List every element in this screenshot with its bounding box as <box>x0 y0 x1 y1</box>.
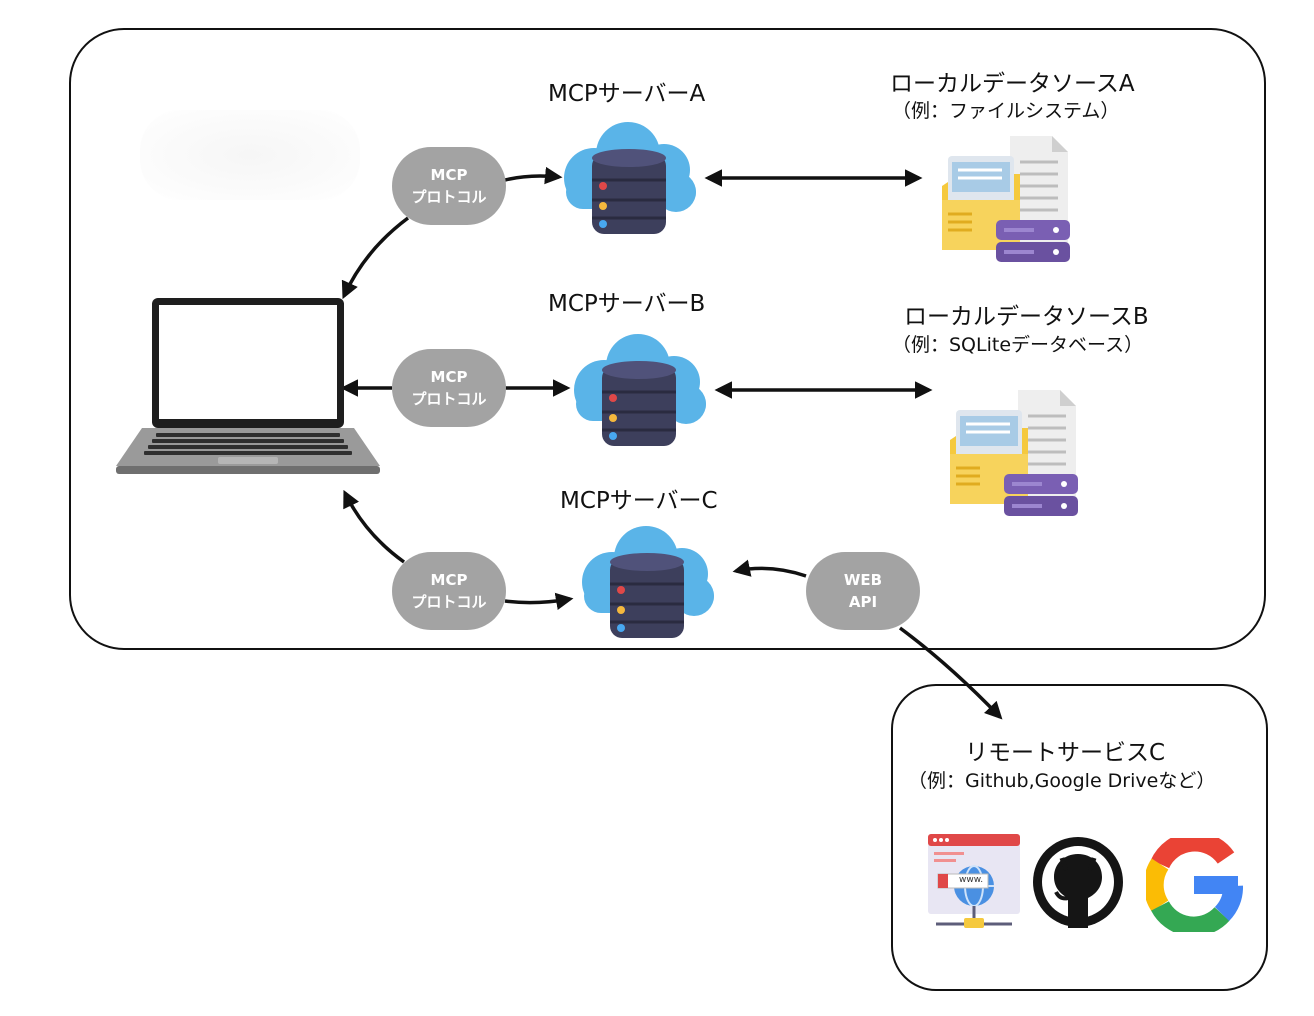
folder-database-b-icon <box>948 388 1080 518</box>
arrow-protocol-c-to-laptop <box>343 489 406 564</box>
cloud-server-a-icon <box>556 120 702 236</box>
mcp-protocol-pill-c: MCP プロトコル <box>392 552 506 630</box>
pill-line2: プロトコル <box>411 188 487 206</box>
web-api-pill: WEB API <box>806 552 920 630</box>
pill-line1: WEB <box>843 571 883 589</box>
laptop-icon <box>114 296 382 478</box>
arrow-protocol-c-to-server-c <box>504 592 574 610</box>
arrow-protocol-a-to-server-a <box>504 166 563 185</box>
github-icon <box>1032 836 1124 928</box>
arrow-web-api-to-server-c <box>732 559 807 578</box>
pill-line2: API <box>848 593 878 611</box>
pill-line1: MCP <box>430 166 468 184</box>
pill-line2: プロトコル <box>411 390 487 408</box>
web-globe-icon: www. <box>926 832 1022 932</box>
remote-example: （例：Github,Google Driveなど） <box>908 770 1216 792</box>
folder-database-a-icon <box>940 134 1072 264</box>
server-a-title: MCPサーバーA <box>548 81 706 107</box>
server-c-title: MCPサーバーC <box>560 488 718 514</box>
source-a-title: ローカルデータソースA <box>890 71 1135 97</box>
remote-title: リモートサービスC <box>965 740 1166 766</box>
pill-line1: MCP <box>430 571 468 589</box>
cloud-server-b-icon <box>566 332 712 448</box>
arrow-web-api-to-remote <box>898 626 1003 720</box>
google-icon <box>1146 838 1244 932</box>
mcp-protocol-pill-a: MCP プロトコル <box>392 147 506 225</box>
faded-logo <box>140 110 360 200</box>
arrow-protocol-a-to-laptop <box>341 216 410 300</box>
source-a-example: （例：ファイルシステム） <box>892 100 1120 122</box>
server-b-title: MCPサーバーB <box>548 291 706 317</box>
source-b-example: （例：SQLiteデータベース） <box>892 334 1144 356</box>
mcp-protocol-pill-b: MCP プロトコル <box>392 349 506 427</box>
source-b-title: ローカルデータソースB <box>904 304 1149 330</box>
www-text: www. <box>959 875 984 885</box>
pill-line1: MCP <box>430 368 468 386</box>
cloud-server-c-icon <box>574 524 720 640</box>
pill-line2: プロトコル <box>411 593 487 611</box>
